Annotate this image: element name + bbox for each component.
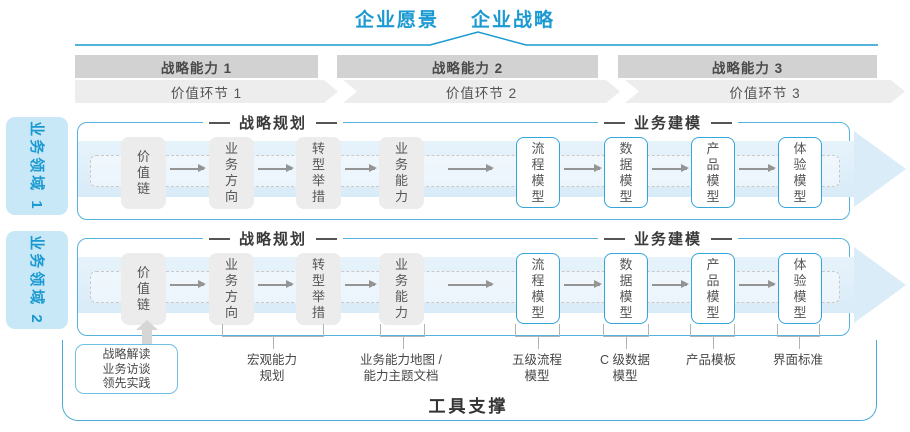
tool-support-title: 工具支撑 bbox=[428, 397, 509, 416]
box-data-model: 数据模型 bbox=[604, 137, 648, 208]
box-process-model: 流程模型 bbox=[516, 137, 560, 208]
step-arrow-icon bbox=[652, 281, 689, 288]
tool-support-container bbox=[62, 340, 877, 421]
box-transformation-initiatives: 转型举措 bbox=[296, 253, 341, 325]
box-business-capability: 业务能力 bbox=[379, 137, 424, 209]
bracket-capability-map bbox=[380, 324, 425, 349]
practice-note-box: 战略解读 业务访谈 领先实践 bbox=[75, 344, 178, 394]
box-product-model: 产品模型 bbox=[691, 137, 735, 208]
box-experience-model: 体验模型 bbox=[778, 253, 822, 324]
value-chain-chevron-2: 价值环节 2 bbox=[343, 80, 620, 103]
box-business-capability: 业务能力 bbox=[379, 253, 424, 325]
flow-arrow-head bbox=[854, 247, 906, 323]
step-arrow-icon bbox=[258, 165, 294, 172]
note-ui-standard: 界面标准 bbox=[772, 353, 824, 367]
domain-row-1: 战略规划 业务建模 价值链 业务方向 转型举措 业务能力 流程模型 数据模型 产… bbox=[77, 112, 906, 220]
step-arrow-icon bbox=[345, 165, 377, 172]
note-product-template: 产品模板 bbox=[685, 353, 737, 367]
capability-bar-2: 战略能力 2 bbox=[337, 55, 598, 78]
step-arrow-icon bbox=[739, 165, 776, 172]
bracket-product-template bbox=[690, 324, 735, 349]
header-titles: 企业愿景 企业战略 bbox=[0, 5, 910, 32]
capability-bar-1: 战略能力 1 bbox=[75, 55, 318, 78]
section-title-planning: 战略规划 bbox=[202, 228, 344, 249]
step-arrow-icon bbox=[170, 165, 206, 172]
title-dash bbox=[603, 121, 625, 124]
box-product-model: 产品模型 bbox=[691, 253, 735, 324]
step-arrow-icon bbox=[564, 281, 602, 288]
domain-label-1: 业务领域 1 bbox=[6, 117, 68, 215]
step-arrow-icon bbox=[564, 165, 602, 172]
bracket-macro-capability bbox=[222, 324, 324, 349]
step-arrow-icon bbox=[448, 281, 494, 288]
box-transformation-initiatives: 转型举措 bbox=[296, 137, 341, 209]
box-business-direction: 业务方向 bbox=[209, 253, 254, 325]
vision-title: 企业愿景 bbox=[354, 10, 439, 31]
note-process-model: 五级流程 模型 bbox=[511, 353, 563, 383]
section-title-planning: 战略规划 bbox=[202, 112, 344, 133]
box-data-model: 数据模型 bbox=[604, 253, 648, 324]
step-arrow-icon bbox=[170, 281, 206, 288]
box-value-chain: 价值链 bbox=[121, 137, 166, 209]
domain-row-2: 战略规划 业务建模 价值链 业务方向 转型举措 业务能力 流程模型 数据模型 产… bbox=[77, 228, 906, 336]
capability-bar-3: 战略能力 3 bbox=[618, 55, 877, 78]
box-experience-model: 体验模型 bbox=[778, 137, 822, 208]
step-arrow-icon bbox=[345, 281, 377, 288]
step-arrow-icon bbox=[739, 281, 776, 288]
note-data-model: C 级数据 模型 bbox=[599, 353, 651, 383]
flow-arrow-head bbox=[854, 131, 906, 207]
strategy-title: 企业战略 bbox=[471, 10, 556, 31]
value-chain-chevron-3: 价值环节 3 bbox=[625, 80, 905, 103]
header-caret-line bbox=[75, 31, 878, 46]
bracket-ui-standard bbox=[777, 324, 820, 349]
box-value-chain: 价值链 bbox=[121, 253, 166, 325]
bracket-process-model bbox=[515, 324, 560, 349]
box-business-direction: 业务方向 bbox=[209, 137, 254, 209]
value-chain-chevron-1: 价值环节 1 bbox=[75, 80, 338, 103]
section-title-modeling: 业务建模 bbox=[597, 112, 739, 133]
title-dash bbox=[603, 237, 625, 240]
step-arrow-icon bbox=[258, 281, 294, 288]
note-macro-capability: 宏观能力 规划 bbox=[246, 353, 298, 383]
section-title-modeling: 业务建模 bbox=[597, 228, 739, 249]
bracket-data-model bbox=[603, 324, 649, 349]
box-process-model: 流程模型 bbox=[516, 253, 560, 324]
title-dash bbox=[316, 237, 338, 240]
step-arrow-icon bbox=[448, 165, 494, 172]
title-dash bbox=[711, 237, 733, 240]
title-dash bbox=[208, 237, 230, 240]
title-dash bbox=[208, 121, 230, 124]
domain-label-2: 业务领域 2 bbox=[6, 231, 68, 329]
step-arrow-icon bbox=[652, 165, 689, 172]
title-dash bbox=[316, 121, 338, 124]
title-dash bbox=[711, 121, 733, 124]
note-capability-map: 业务能力地图 / 能力主题文档 bbox=[360, 353, 442, 383]
